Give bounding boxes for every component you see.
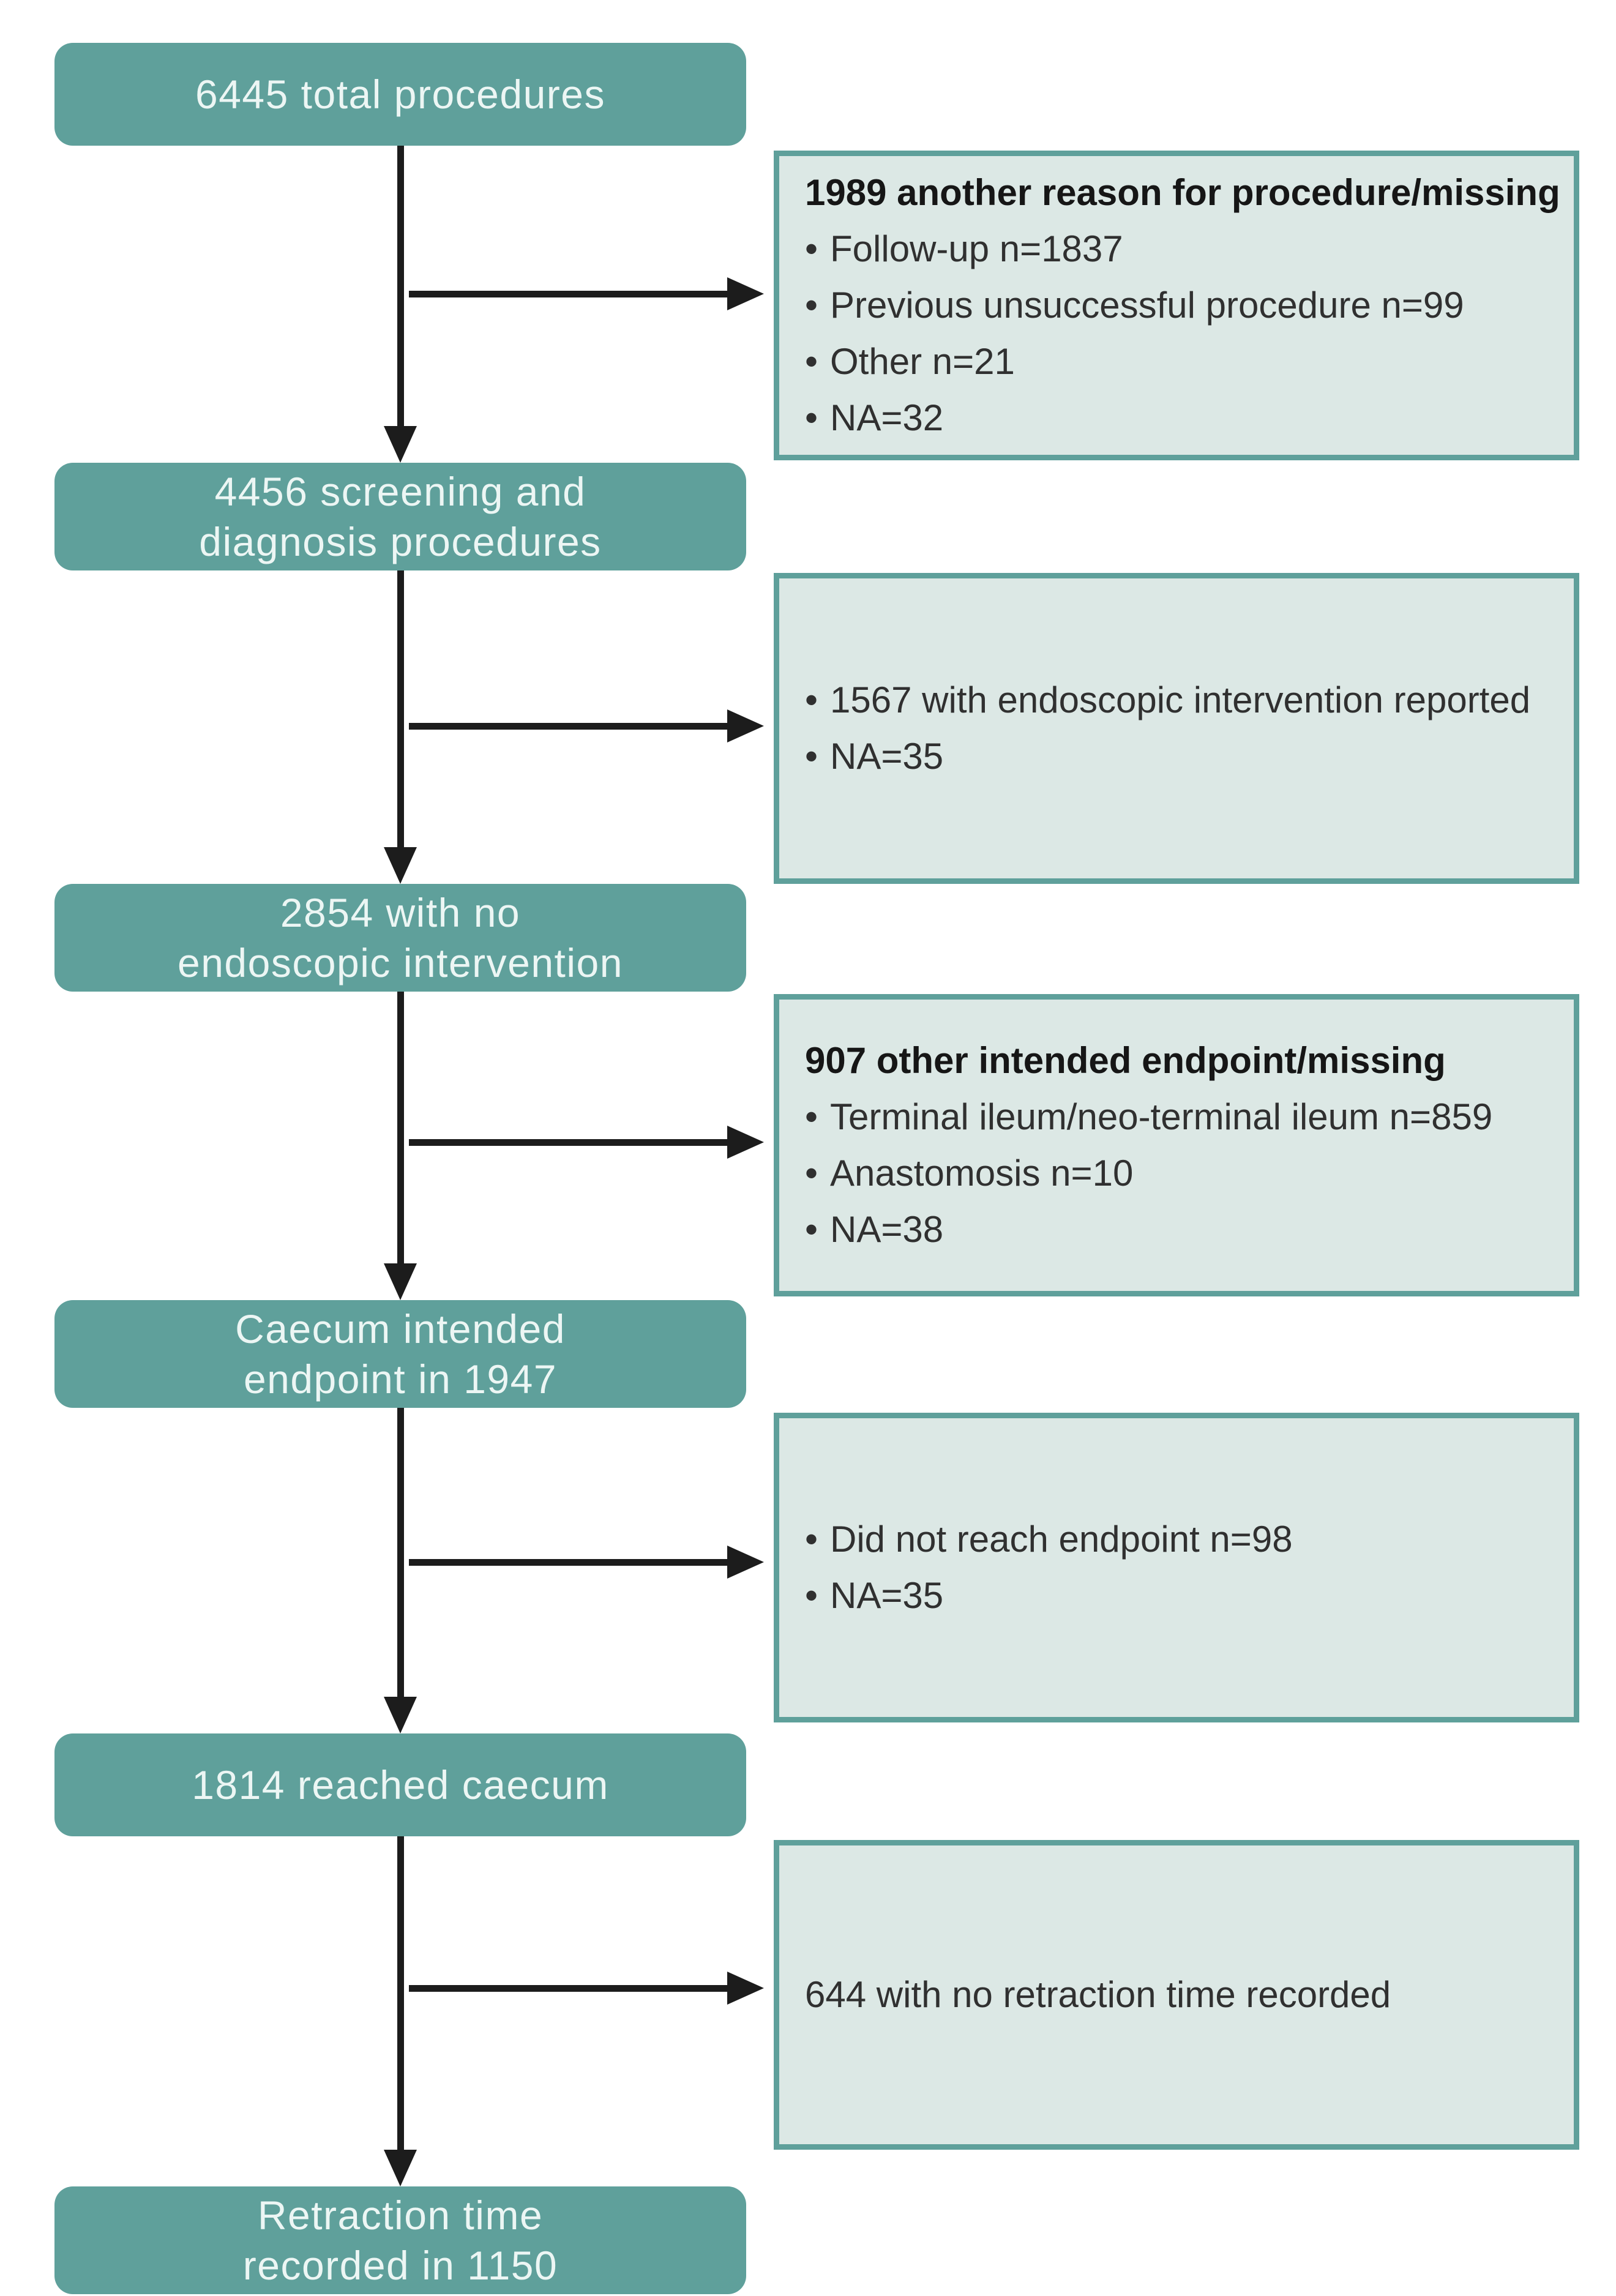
note-endoscopic-intervention-reported: 1567 with endoscopic intervention report… [774,573,1579,884]
box-label: 6445 total procedures [195,72,605,117]
note-did-not-reach-endpoint: Did not reach endpoint n=98 NA=35 [774,1413,1579,1722]
right-arrowhead-icon [727,709,764,742]
flow-box-screening-diagnosis: 4456 screening and diagnosis procedures [54,463,746,570]
down-arrowhead-icon [384,847,417,884]
flow-box-retraction-time-recorded: Retraction time recorded in 1150 [54,2186,746,2294]
box-label: 4456 screening and diagnosis procedures [199,469,602,564]
note-item: Previous unsuccessful procedure n=99 [805,277,1564,334]
right-arrow-line [409,723,728,730]
note-item: Other n=21 [805,334,1564,390]
box-label: Caecum intended endpoint in 1947 [235,1306,566,1402]
note-header: 1989 another reason for procedure/missin… [805,172,1560,213]
box-label: Retraction time recorded in 1150 [242,2193,558,2288]
down-arrow-line [397,992,404,1263]
box-label: 1814 reached caecum [192,1762,609,1808]
note-item: Anastomosis n=10 [805,1145,1564,1202]
note-item: 1567 with endoscopic intervention report… [805,672,1564,728]
right-arrow-line [409,1139,728,1146]
note-no-retraction-time: 644 with no retraction time recorded [774,1840,1579,2150]
note-item: Did not reach endpoint n=98 [805,1511,1564,1568]
note-item: NA=38 [805,1202,1564,1258]
down-arrowhead-icon [384,1263,417,1300]
right-arrowhead-icon [727,1126,764,1159]
flow-box-no-endoscopic-intervention: 2854 with no endoscopic intervention [54,884,746,992]
down-arrowhead-icon [384,2150,417,2186]
note-header: 907 other intended endpoint/missing [805,1040,1446,1081]
flow-box-total-procedures: 6445 total procedures [54,43,746,146]
right-arrow-line [409,1985,728,1992]
note-item: NA=32 [805,390,1564,446]
down-arrow-line [397,1836,404,2150]
right-arrowhead-icon [727,1546,764,1579]
down-arrowhead-icon [384,426,417,463]
right-arrow-line [409,1559,728,1566]
right-arrow-line [409,291,728,297]
note-item: Terminal ileum/neo-terminal ileum n=859 [805,1089,1564,1145]
down-arrowhead-icon [384,1697,417,1733]
down-arrow-line [397,146,404,426]
down-arrow-line [397,1408,404,1697]
right-arrowhead-icon [727,277,764,310]
flow-box-caecum-intended-endpoint: Caecum intended endpoint in 1947 [54,1300,746,1408]
note-item: NA=35 [805,1568,1564,1624]
note-other-intended-endpoint: 907 other intended endpoint/missing Term… [774,994,1579,1296]
note-item: NA=35 [805,728,1564,785]
note-another-reason: 1989 another reason for procedure/missin… [774,151,1579,460]
box-label: 2854 with no endoscopic intervention [178,890,623,985]
right-arrowhead-icon [727,1972,764,2005]
note-item: 644 with no retraction time recorded [805,1974,1391,2015]
down-arrow-line [397,570,404,847]
note-item: Follow-up n=1837 [805,221,1564,277]
flow-box-reached-caecum: 1814 reached caecum [54,1733,746,1836]
